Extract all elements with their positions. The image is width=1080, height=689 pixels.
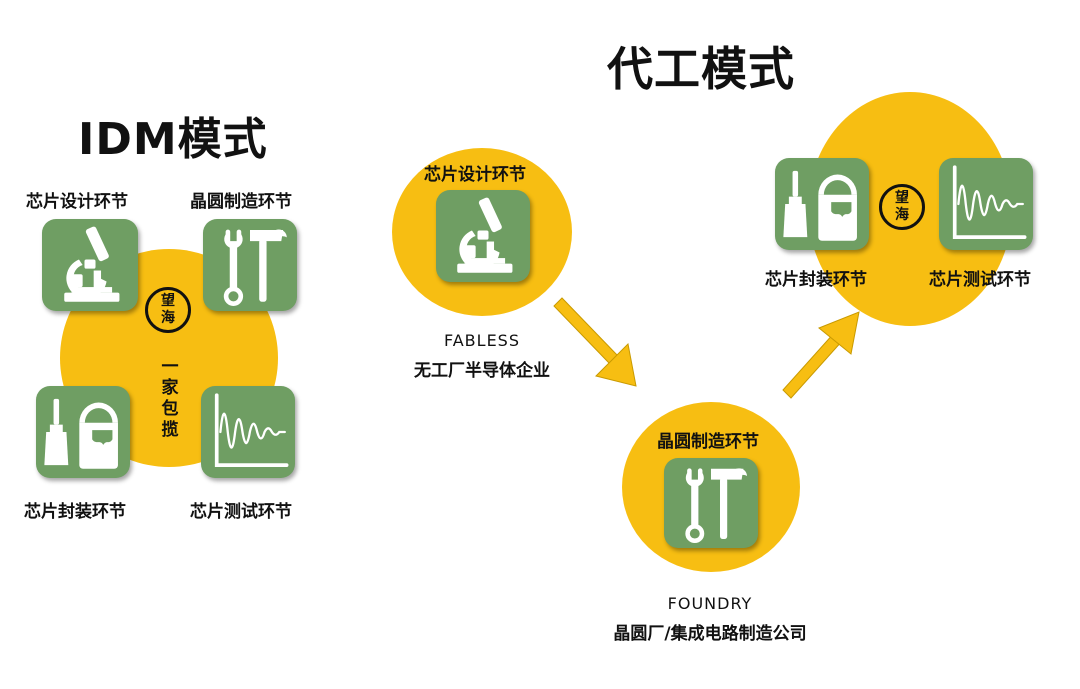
idm-packaging-label: 芯片封装环节	[24, 502, 126, 522]
idm-center-text: 一家包揽	[161, 357, 179, 440]
fabless-description: 无工厂半导体企业	[414, 361, 550, 381]
idm-testing-tile	[201, 386, 295, 478]
damped-wave-chart-icon	[939, 158, 1033, 250]
osat-packaging-label: 芯片封装环节	[765, 270, 867, 290]
fabless-design-tile	[436, 190, 530, 282]
arrow-to-osat	[782, 311, 860, 399]
idm-testing-label: 芯片测试环节	[190, 502, 292, 522]
osat-brand-badge: 望海	[879, 184, 925, 230]
idm-manufacturing-tile	[203, 219, 297, 311]
wrench-hammer-icon	[664, 458, 758, 548]
wrench-hammer-icon	[203, 219, 297, 311]
foundry-manufacturing-tile	[664, 458, 758, 548]
idm-design-tile	[42, 219, 138, 311]
idm-packaging-tile	[36, 386, 130, 478]
microscope-icon	[436, 190, 530, 282]
arrow-to-foundry	[553, 297, 637, 387]
osat-brand-badge-text: 望海	[895, 190, 909, 223]
fabless-name: FABLESS	[444, 331, 520, 350]
idm-title: IDM模式	[78, 114, 268, 165]
foundry-description: 晶圆厂/集成电路制造公司	[613, 624, 807, 644]
idm-brand-badge: 望海	[145, 287, 191, 333]
foundry-name: FOUNDRY	[667, 594, 753, 613]
damped-wave-chart-icon	[201, 386, 295, 478]
microscope-icon	[42, 219, 138, 311]
osat-testing-label: 芯片测试环节	[929, 270, 1031, 290]
idm-manufacturing-label: 晶圆制造环节	[190, 192, 292, 212]
osat-packaging-tile	[775, 158, 869, 250]
osat-testing-tile	[939, 158, 1033, 250]
foundry-mode-title: 代工模式	[607, 42, 795, 96]
brush-paint-can-icon	[775, 158, 869, 250]
brush-paint-can-icon	[36, 386, 130, 478]
idm-design-label: 芯片设计环节	[26, 192, 128, 212]
fabless-circle-label: 芯片设计环节	[424, 165, 526, 185]
idm-brand-badge-text: 望海	[161, 293, 175, 326]
foundry-circle-label: 晶圆制造环节	[657, 432, 759, 452]
